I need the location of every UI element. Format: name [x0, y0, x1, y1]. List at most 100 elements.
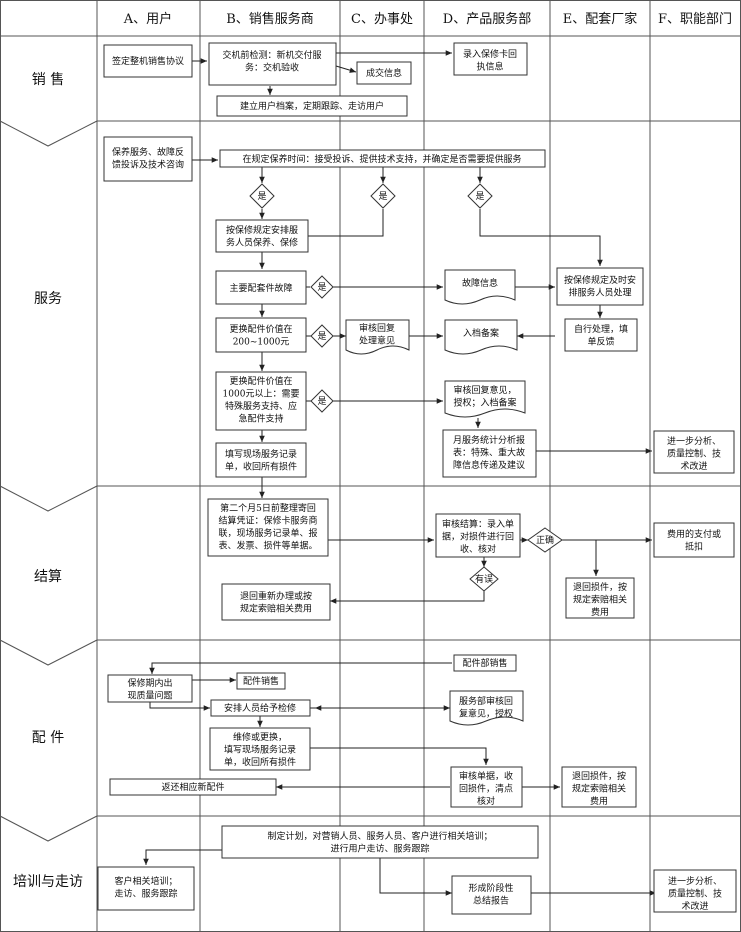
diamond-yes-4	[310, 275, 334, 299]
label-settlement-review-line-1: 审核结算：录入单	[442, 518, 514, 530]
label-monthly-stats-line-3: 障信息传递及建议	[453, 459, 525, 471]
label-return-claim-line-3: 费用	[591, 606, 609, 618]
box-service-request	[103, 136, 193, 182]
box-warranty-card	[453, 42, 528, 76]
label-part-value-high-line-3: 特殊服务支持、应	[225, 400, 297, 412]
doc-service-review-auth	[449, 690, 524, 726]
label-further-analysis-line-3: 术改进	[680, 460, 707, 472]
label-pre-delivery-line-2: 务：交机验收	[245, 62, 299, 74]
label-payment-deduct-line-2: 抵扣	[685, 541, 703, 553]
box-payment-deduct	[653, 522, 735, 558]
label-archive-record: 入档备案	[463, 327, 499, 339]
label-customer-training-line-1: 客户相关培训；	[114, 875, 177, 887]
box-self-handle	[564, 318, 638, 352]
label-arrange-repair: 安排人员给予检修	[224, 702, 296, 714]
label-settlement-review-line-2: 据，对损件进行回	[442, 531, 514, 543]
diamond-yes-5	[310, 324, 334, 348]
connectors	[143, 50, 656, 896]
label-has-error: 有误	[475, 573, 493, 585]
box-part-value-mid	[215, 317, 307, 353]
label-office-review-line-1: 审核回复	[359, 322, 395, 334]
header-supplier: E、配套厂家	[563, 11, 638, 27]
doc-archive-record	[444, 319, 518, 355]
box-supplier-arrange	[556, 267, 644, 306]
label-training-plan-line-1: 制定计划，对营销人员、服务人员、客户进行相关培训；	[267, 830, 492, 842]
label-pre-delivery-line-1: 交机前检测：新机交付服	[222, 49, 321, 61]
box-arrange-staff	[215, 219, 309, 253]
label-self-handle-line-1: 自行处理，填	[574, 323, 628, 335]
label-part-value-high-line-1: 更换配件价值在	[229, 375, 292, 387]
diamond-correct	[527, 527, 563, 553]
label-warranty-time: 在规定保养时间：接受投诉、提供技术支持，并确定是否需要提供服务	[242, 153, 521, 165]
label-main-part-fault: 主要配套件故障	[229, 282, 292, 294]
label-monthly-stats-line-1: 月服务统计分析报	[453, 434, 525, 446]
box-pre-delivery	[208, 42, 337, 86]
box-return-redo	[221, 583, 331, 621]
label-review-documents-line-2: 回损件，清点	[459, 783, 513, 795]
yes-label-4: 是	[317, 282, 326, 293]
label-repair-replace-line-2: 填写现场服务记录	[224, 744, 296, 756]
label-parts-sales: 配件销售	[243, 675, 279, 687]
label-deliver-info: 成交信息	[366, 67, 402, 79]
box-further-analysis2	[653, 869, 737, 913]
label-fill-record-line-2: 单，收回所有损件	[225, 461, 297, 473]
label-warranty-quality-line-2: 现质量问题	[127, 690, 172, 702]
label-fill-record-line-1: 填写现场服务记录	[225, 448, 297, 460]
label-office-review-line-2: 处理意见	[359, 335, 395, 347]
label-further-analysis2-line-1: 进一步分析、	[668, 875, 722, 887]
diamond-yes-3	[467, 183, 493, 209]
label-sign-contract: 签定整机销售协议	[112, 55, 184, 67]
box-deliver-info	[356, 61, 412, 85]
header-user: A、用户	[123, 11, 172, 27]
label-further-analysis-line-1: 进一步分析、	[667, 435, 721, 447]
label-parts-sales-dept: 配件部销售	[462, 657, 507, 669]
label-review-documents-line-3: 核对	[477, 795, 495, 807]
box-stage-report	[451, 875, 532, 915]
label-payment-deduct-line-1: 费用的支付或	[667, 528, 721, 540]
diamond-yes-2	[370, 183, 396, 209]
label-return-redo-line-2: 规定索赔相关费用	[240, 603, 312, 615]
diamond-has-error	[469, 566, 499, 592]
flow-boxes	[97, 42, 737, 915]
box-settlement-docs	[207, 498, 329, 557]
label-arrange-staff-line-1: 按保修规定安排服	[226, 224, 298, 236]
label-correct: 正确	[536, 534, 554, 546]
label-service-request-line-2: 馈投诉及技术咨询	[112, 159, 184, 171]
box-return-new-parts	[109, 778, 277, 796]
label-warranty-card-line-1: 录入保修卡回	[463, 48, 517, 60]
label-return-claim2-line-1: 退回损件，按	[572, 770, 626, 782]
yes-label-5: 是	[317, 331, 326, 342]
label-supplier-arrange-line-1: 按保修规定及时安	[564, 274, 636, 286]
label-further-analysis2-line-3: 术改进	[681, 900, 708, 912]
label-return-claim2-line-3: 费用	[590, 795, 608, 807]
box-sign-contract	[103, 44, 193, 78]
header-office: C、办事处	[351, 12, 413, 27]
label-part-value-mid-line-1: 更换配件价值在	[229, 323, 292, 335]
label-self-handle-line-2: 单反馈	[587, 336, 614, 348]
yes-label-3: 是	[475, 191, 484, 202]
box-part-value-high	[215, 371, 307, 431]
label-service-review-auth-line-1: 服务部审核回	[459, 695, 513, 707]
label-fault-info: 故障信息	[462, 277, 498, 289]
label-settlement-docs-line-4: 表、发票、损件等单据。	[218, 540, 317, 552]
box-fill-record	[215, 442, 307, 478]
box-return-claim2	[561, 766, 637, 808]
phase-sales: 销 售	[32, 72, 64, 88]
label-part-value-high-line-2: 1000元以上：需要	[223, 389, 300, 400]
label-arrange-staff-line-2: 务人员保养、保修	[226, 237, 298, 249]
label-settlement-docs-line-3: 联，现场服务记录单、报	[218, 527, 317, 539]
label-training-plan-line-2: 进行用户走访、服务跟踪	[330, 843, 429, 855]
header-functional-dept: F、职能部门	[658, 12, 732, 27]
label-stage-report-line-1: 形成阶段性	[468, 882, 513, 894]
label-settlement-docs-line-2: 结算凭证：保修卡服务商	[218, 515, 317, 527]
label-further-analysis2-line-2: 质量控制、技	[668, 888, 722, 900]
phase-settlement: 结算	[34, 569, 62, 585]
box-warranty-quality	[107, 674, 193, 703]
box-further-analysis	[653, 430, 735, 474]
phase-training: 培训与走访	[13, 874, 83, 890]
box-settlement-review	[435, 513, 521, 558]
label-part-value-high-line-4: 急配件支持	[238, 413, 283, 425]
label-return-redo-line-1: 退回重新办理或按	[240, 590, 312, 602]
label-repair-replace-line-1: 维修或更换，	[233, 731, 287, 743]
